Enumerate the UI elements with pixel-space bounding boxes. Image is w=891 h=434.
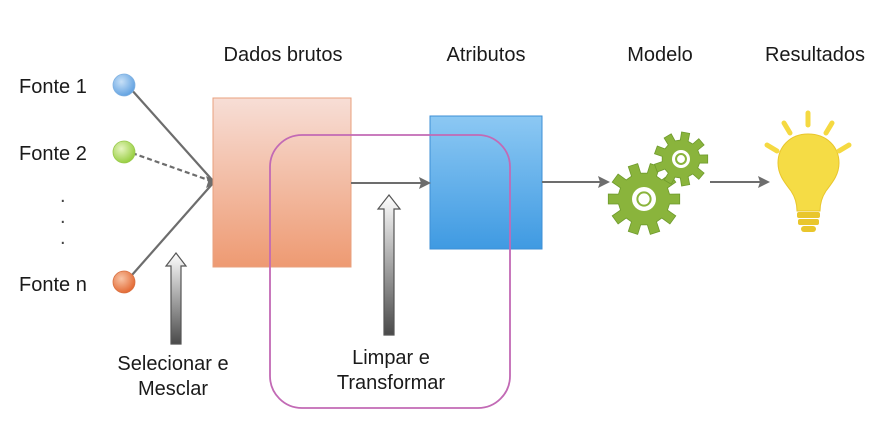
ellipsis-dot-2: . <box>60 206 66 228</box>
connector-source-n <box>131 181 215 276</box>
arrowhead-raw-data <box>206 176 218 188</box>
select-merge-caption: Selecionar e Mesclar <box>117 352 228 402</box>
source-n-label: Fonte n <box>19 274 87 296</box>
clean-transform-caption: Limpar e Transformar <box>337 346 445 396</box>
light-rays <box>764 110 852 154</box>
select-merge-arrow <box>164 252 188 345</box>
source-2-node <box>112 140 136 164</box>
ellipsis-dot-3: . <box>60 227 66 249</box>
ellipsis-dot-1: . <box>60 185 66 207</box>
features-label: Atributos <box>446 44 526 66</box>
gear-ring <box>675 153 687 165</box>
source-n-node <box>112 270 136 294</box>
gear-hole <box>632 187 656 211</box>
raw-data-box <box>212 97 352 268</box>
source-1-label: Fonte 1 <box>19 76 87 98</box>
gear-ring <box>636 191 652 207</box>
clean-transform-line-2: Transformar <box>336 372 446 394</box>
raw-data-label: Dados brutos <box>223 44 343 66</box>
gears-icon <box>607 131 709 235</box>
select-merge-line-2: Mesclar <box>137 378 208 400</box>
small-gear-icon <box>653 131 709 187</box>
arrowhead-features <box>419 177 431 189</box>
features-box <box>429 115 543 250</box>
clean-transform-outline <box>269 134 511 409</box>
gear-hole <box>672 150 690 168</box>
clean-transform-arrow <box>376 194 402 336</box>
connector-source-1 <box>129 87 215 183</box>
results-label: Resultados <box>764 44 866 66</box>
model-label: Modelo <box>627 44 693 66</box>
arrowhead-results <box>758 176 770 188</box>
arrowhead-model <box>598 176 610 188</box>
select-merge-line-1: Selecionar e <box>117 353 229 375</box>
source-1-node <box>112 73 136 97</box>
source-2-label: Fonte 2 <box>19 143 87 165</box>
large-gear-icon <box>607 163 681 235</box>
clean-transform-line-1: Limpar e <box>352 347 430 369</box>
lightbulb-icon <box>764 110 852 232</box>
connector-source-2 <box>131 151 215 184</box>
